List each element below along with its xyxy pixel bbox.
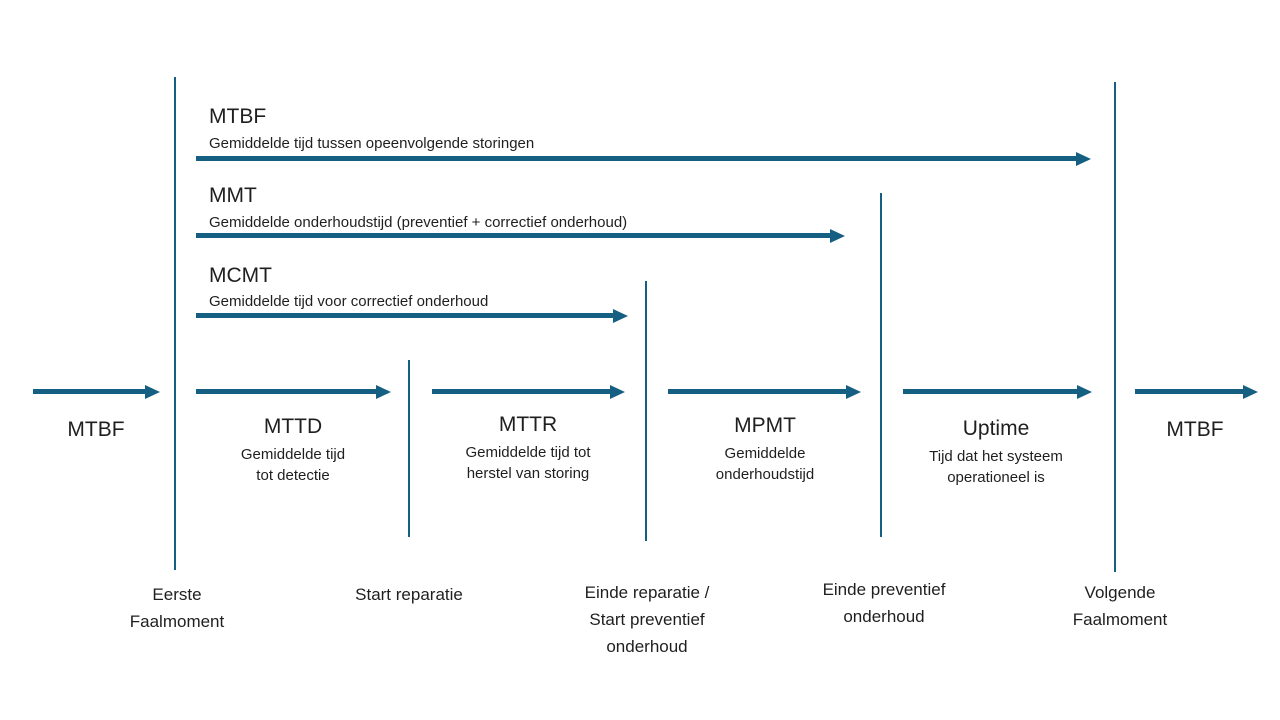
segment-mttr-arrow [432,384,625,399]
segment-mtbf-left-arrow [33,384,160,399]
segment-uptime-description: Tijd dat het systeem operationeel is [929,448,1063,486]
milestone-label-eerste-faalmoment: Eerste Faalmoment [129,585,225,631]
segment-mttd-description: Gemiddelde tijd tot detectie [240,446,346,484]
span-mtbf-label: MTBF [209,105,267,128]
segment-mpmt-label: MPMT [734,414,796,437]
span-mmt-arrow [196,228,845,243]
span-mmt-label: MMT [209,184,257,207]
milestone-line-einde-preventief [880,193,882,537]
segment-mttd-label: MTTD [263,415,323,438]
segment-mtbf-right-label: MTBF [1166,418,1224,441]
span-mcmt-description: Gemiddelde tijd voor correctief onderhou… [209,293,489,310]
span-mcmt-label: MCMT [209,264,272,287]
segment-uptime-arrow [903,384,1092,399]
segment-mtbf-left-label: MTBF [67,418,125,441]
segment-mtbf-right-arrow [1135,384,1258,399]
milestone-line-eerste-faalmoment [174,77,176,570]
milestone-line-start-reparatie [408,360,410,537]
milestone-line-volgende-faalmoment [1114,82,1116,572]
segment-mpmt-arrow [668,384,861,399]
span-mtbf-description: Gemiddelde tijd tussen opeenvolgende sto… [209,135,535,152]
milestone-label-einde-reparatie: Einde reparatie / Start preventief onder… [584,583,710,656]
segment-mttd-arrow [196,384,391,399]
milestone-label-start-reparatie: Start reparatie [355,585,463,604]
milestone-label-volgende-faalmoment: Volgende Faalmoment [1072,583,1168,629]
segment-mpmt-description: Gemiddelde onderhoudstijd [715,445,815,483]
segment-mttr-label: MTTR [498,413,558,436]
segment-uptime-label: Uptime [962,417,1030,440]
span-mmt-description: Gemiddelde onderhoudstijd (preventief + … [209,214,628,231]
segment-mttr-description: Gemiddelde tijd tot herstel van storing [465,444,591,482]
span-mcmt-arrow [196,308,628,323]
span-mtbf-arrow [196,151,1091,166]
milestone-label-einde-preventief: Einde preventief onderhoud [822,580,946,626]
milestone-line-einde-reparatie [645,281,647,541]
